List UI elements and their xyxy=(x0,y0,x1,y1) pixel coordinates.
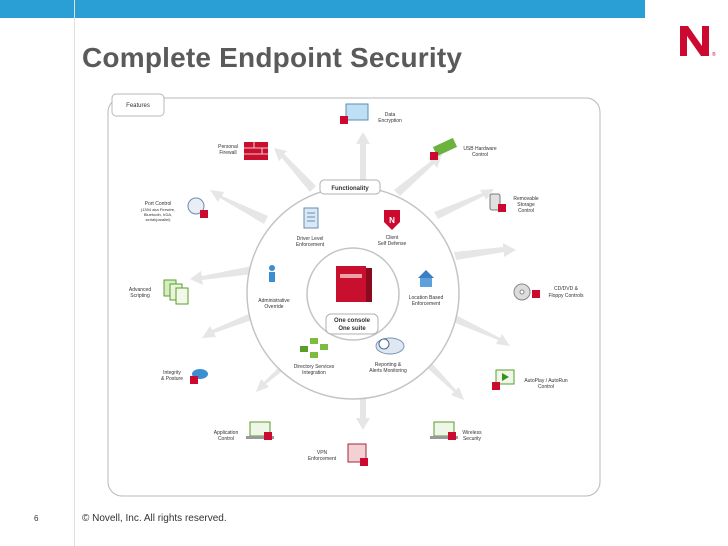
port-control-label-1: Port Control xyxy=(145,201,172,207)
cd-dvd-label-1: CD/DVD & xyxy=(554,286,579,292)
shield-icon: N xyxy=(384,210,400,230)
port-control-label-2: (1394 aka Firewire, xyxy=(141,207,175,212)
clock-cloud-icon xyxy=(375,337,405,355)
directory-services-label-2: Integration xyxy=(302,370,326,376)
removable-storage-label-2: Storage xyxy=(517,202,535,208)
vpn-label-2: Enforcement xyxy=(308,456,337,462)
application-label-2: Control xyxy=(218,436,234,442)
monitor-lock-icon xyxy=(340,103,369,124)
wireless-label-2: Security xyxy=(463,436,482,442)
removable-storage-label-1: Removable xyxy=(513,196,539,202)
firewall-icon xyxy=(244,142,268,160)
client-self-defense-label-2: Self Defense xyxy=(378,241,407,247)
page-number: 6 xyxy=(34,514,39,523)
usb-drive-icon xyxy=(430,137,458,160)
integrity-label-1: Integrity xyxy=(163,370,181,376)
play-monitor-icon xyxy=(492,369,515,390)
cd-dvd-label-2: Floppy Controls xyxy=(548,293,584,299)
svg-text:N: N xyxy=(389,216,395,225)
functionality-label: Functionality xyxy=(331,186,369,192)
driver-level-icon xyxy=(303,207,319,229)
margin-guide-line xyxy=(74,0,75,546)
data-encryption-label-2: Encryption xyxy=(378,118,402,124)
data-encryption-label-1: Data xyxy=(385,112,396,118)
usb-hardware-label-2: Control xyxy=(472,152,488,158)
port-control-label-4: serial/parallel) xyxy=(146,217,172,222)
vpn-label-1: VPN xyxy=(317,450,328,456)
location-based-label-2: Enforcement xyxy=(412,301,441,307)
advanced-scripting-label-2: Scripting xyxy=(130,293,150,299)
center-label-line2: One suite xyxy=(338,326,366,332)
bluetooth-icon xyxy=(187,197,208,218)
page-title: Complete Endpoint Security xyxy=(82,42,463,73)
functionality-badge xyxy=(319,179,381,195)
directory-tree-icon xyxy=(300,338,328,358)
administrative-label-2: Override xyxy=(264,304,283,310)
center-label-line1: One console xyxy=(334,318,371,324)
novell-logo: ® xyxy=(680,26,716,58)
wireless-laptop-icon xyxy=(430,421,458,440)
application-laptop-icon xyxy=(246,421,274,440)
usb-hardware-label-1: USB Hardware xyxy=(463,146,497,152)
integrity-label-2: & Posture xyxy=(161,376,183,382)
copyright-footer: © Novell, Inc. All rights reserved. xyxy=(82,513,227,524)
administrative-label-1: Administrative xyxy=(258,298,290,304)
autoplay-label-2: Control xyxy=(538,384,554,390)
top-accent-bar xyxy=(0,0,645,18)
features-tab xyxy=(111,93,165,117)
client-self-defense-label-1: Client xyxy=(386,235,399,241)
reporting-label-1: Reporting & xyxy=(375,362,402,368)
reporting-label-2: Alerts Monitoring xyxy=(369,368,407,374)
spoke-arrows xyxy=(190,132,516,430)
directory-services-label-1: Directory Services xyxy=(294,364,335,370)
product-box-icon xyxy=(336,266,372,302)
bird-icon xyxy=(190,369,208,384)
port-control-label-3: Bluetooth, IrDA, xyxy=(144,212,172,217)
location-based-label-1: Location Based xyxy=(409,295,444,301)
vpn-tower-icon xyxy=(347,443,368,466)
autoplay-label-1: AutoPlay / AutoRun xyxy=(524,378,568,384)
removable-storage-label-3: Control xyxy=(518,208,534,214)
advanced-scripting-label-1: Advanced xyxy=(129,287,151,293)
disc-icon xyxy=(513,283,540,301)
center-badge xyxy=(325,313,379,335)
media-player-icon xyxy=(489,193,506,212)
house-icon xyxy=(418,270,434,287)
features-tab-label: Features xyxy=(126,103,150,109)
svg-text:®: ® xyxy=(712,51,716,58)
application-label-1: Application xyxy=(214,430,239,436)
person-icon xyxy=(269,265,275,282)
personal-firewall-label-1: Personal xyxy=(218,144,238,150)
scripts-icon xyxy=(163,279,189,305)
endpoint-security-diagram: Features Functionality One console One s… xyxy=(107,93,601,497)
personal-firewall-label-2: Firewall xyxy=(219,150,236,156)
driver-level-label-2: Enforcement xyxy=(296,242,325,248)
wireless-label-1: Wireless xyxy=(462,430,482,436)
driver-level-label-1: Driver Level xyxy=(297,236,324,242)
